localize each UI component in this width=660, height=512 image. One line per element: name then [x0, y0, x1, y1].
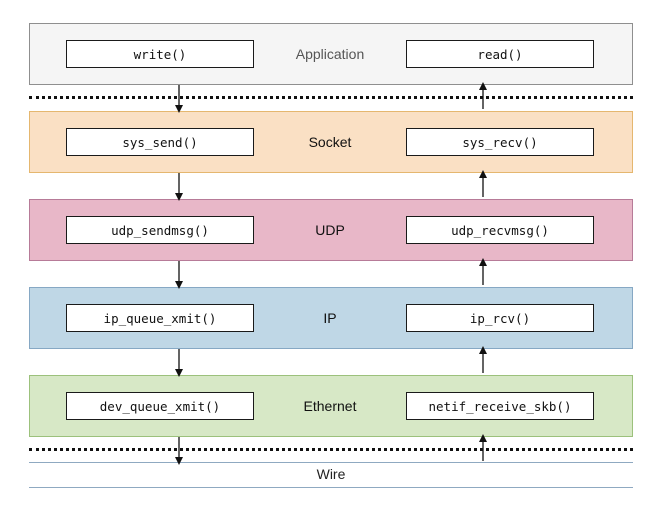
hardware-boundary	[29, 448, 633, 451]
ip-rcv-function-box: ip_rcv()	[406, 304, 594, 332]
udp-recvmsg-function-box: udp_recvmsg()	[406, 216, 594, 244]
ethernet-layer-label: Ethernet	[303, 398, 357, 414]
udp-sendmsg-function-box: udp_sendmsg()	[66, 216, 254, 244]
user-kernel-boundary	[29, 96, 633, 99]
socket-layer: sys_send() Socket sys_recv()	[29, 111, 633, 173]
write-function-box: write()	[66, 40, 254, 68]
socket-layer-label: Socket	[308, 134, 352, 150]
netif-receive-skb-function-box: netif_receive_skb()	[406, 392, 594, 420]
wire-label: Wire	[316, 466, 346, 482]
ip-layer-label: IP	[323, 310, 337, 326]
dev-queue-xmit-function-box: dev_queue_xmit()	[66, 392, 254, 420]
wire-top-line	[29, 462, 633, 463]
ip-layer: ip_queue_xmit() IP ip_rcv()	[29, 287, 633, 349]
wire-bottom-line	[29, 487, 633, 488]
udp-layer: udp_sendmsg() UDP udp_recvmsg()	[29, 199, 633, 261]
udp-layer-label: UDP	[315, 222, 345, 238]
application-layer-label: Application	[295, 46, 365, 62]
sys-recv-function-box: sys_recv()	[406, 128, 594, 156]
ip-queue-xmit-function-box: ip_queue_xmit()	[66, 304, 254, 332]
ethernet-layer: dev_queue_xmit() Ethernet netif_receive_…	[29, 375, 633, 437]
sys-send-function-box: sys_send()	[66, 128, 254, 156]
read-function-box: read()	[406, 40, 594, 68]
application-layer: write() Application read()	[29, 23, 633, 85]
